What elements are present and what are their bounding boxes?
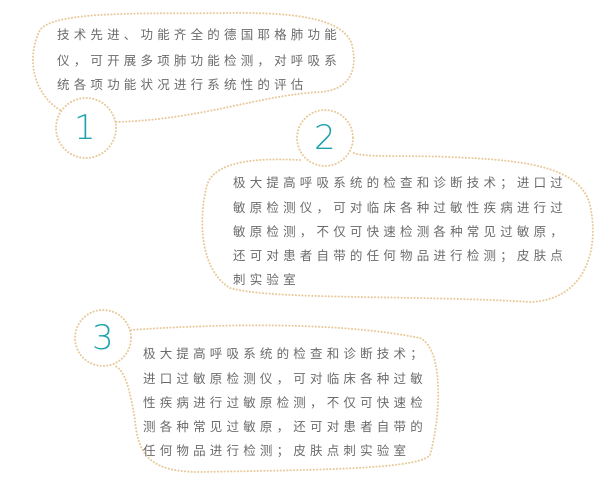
text-line: 测各种常见过敏原，还可对患者自带的 [143,419,427,434]
bubble-2-outline [201,151,594,304]
text-line: 刺实验室 [233,272,300,287]
number-2-circle [296,109,354,167]
text-line: 还可对患者自带的任何物品进行检测；皮肤点 [233,248,568,263]
item-number-3: 3 [92,318,114,358]
text-line: 敏原检测，不仅可快速检测各种常见过敏原， [233,224,568,239]
text-line: 进口过敏原检测仪，可对临床各种过敏 [143,371,427,386]
text-line: 仪，可开展多项肺功能检测，对呼吸系 [57,53,341,68]
text-line: 极大提高呼吸系统的检查和诊断技术；进口过 [233,175,568,190]
item-number-1: 1 [74,108,96,148]
text-line: 统各项功能状况进行系统性的评估 [57,77,308,92]
text-line: 任何物品进行检测；皮肤点刺实验室 [143,443,411,458]
text-line: 性疾病进行过敏原检测，不仅可快速检 [143,395,427,410]
text-line: 极大提高呼吸系统的检查和诊断技术； [143,346,427,361]
text-line: 敏原检测仪，可对临床各种过敏性疾病进行过 [233,200,568,215]
item-number-2: 2 [314,118,336,158]
number-1-circle [55,97,117,159]
number-3-circle [74,309,132,367]
bubble-3-outline [114,324,440,474]
bubble-1-outline [31,11,355,123]
text-line: 技术先进、功能齐全的德国耶格肺功能 [57,27,341,42]
